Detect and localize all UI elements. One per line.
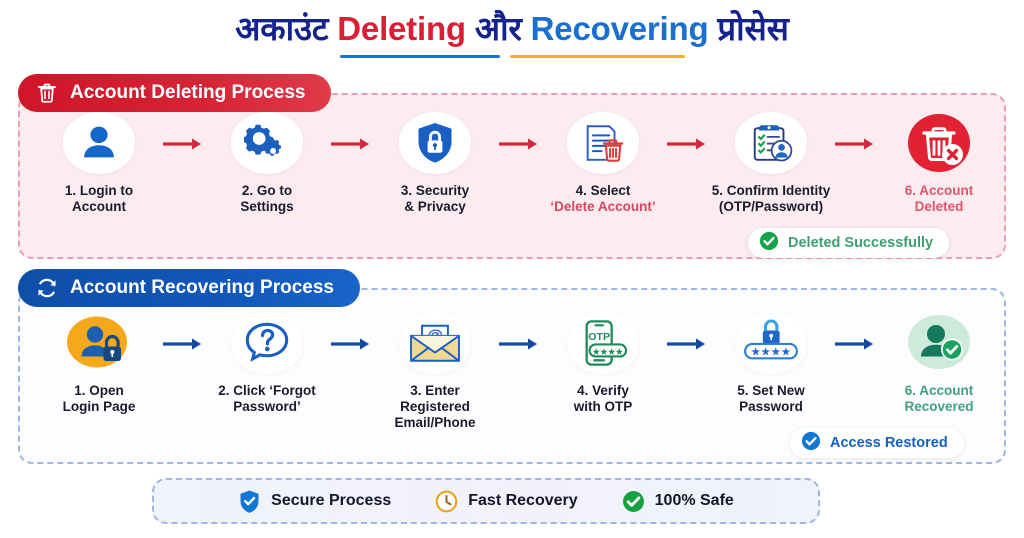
recover-step-1-label: 1. Open Login Page [62, 383, 136, 414]
deleting-process-header: Account Deleting Process [18, 74, 332, 112]
user-icon [63, 112, 135, 174]
recover-arrow-2 [330, 337, 372, 351]
recover-arrow-3 [498, 337, 540, 351]
delete-step-6: 6. Account Deleted [876, 112, 1002, 215]
user-lock-orange-icon [63, 312, 135, 374]
footer-item-100-safe: 100% Safe [622, 490, 734, 513]
check-circle-blue-icon [801, 431, 821, 455]
title-underline-blue [339, 55, 500, 58]
delete-step-2: 2. Go to Settings [204, 112, 330, 215]
access-restored-label: Access Restored [830, 435, 948, 451]
svg-text:★: ★ [615, 347, 624, 358]
recover-step-4: OTP ★ ★ ★ ★ 4. Verify with OTP [540, 312, 666, 415]
delete-step-4: 4. Select ‘Delete Account’ [540, 112, 666, 215]
deleted-successfully-badge: Deleted Successfully [748, 228, 950, 258]
footer-label-secure-process: Secure Process [271, 492, 392, 509]
recover-arrow-1 [162, 337, 204, 351]
delete-step-1-label: 1. Login to Account [64, 183, 134, 214]
page-title: अकाउंट Deleting और Recovering प्रोसेस [0, 8, 1024, 58]
footer-label-100-safe: 100% Safe [654, 492, 734, 509]
user-check-green-icon [903, 312, 975, 374]
title-part-3: और [465, 10, 531, 47]
email-at-icon: @ [399, 312, 471, 374]
recover-arrow-5 [834, 337, 876, 351]
password-lock-stars-icon: ★ ★ ★ ★ [735, 312, 807, 374]
check-circle-green-icon [759, 231, 779, 255]
title-underline-group [0, 55, 1024, 58]
svg-text:★: ★ [761, 346, 771, 358]
svg-text:★: ★ [600, 347, 609, 358]
clipboard-user-icon [735, 112, 807, 174]
recover-step-4-label: 4. Verify with OTP [573, 383, 633, 414]
delete-arrow-2 [330, 137, 372, 151]
delete-arrow-1 [162, 137, 204, 151]
deleting-process-header-label: Account Deleting Process [70, 82, 306, 103]
footer-label-fast-recovery: Fast Recovery [468, 492, 578, 509]
delete-arrow-4 [666, 137, 708, 151]
delete-step-2-label: 2. Go to Settings [240, 183, 294, 214]
delete-arrow-3 [498, 137, 540, 151]
shield-check-blue-icon [238, 489, 261, 513]
refresh-icon [35, 276, 59, 300]
title-part-4: Recovering [530, 10, 709, 47]
recover-step-3-label: 3. Enter Registered Email/Phone [394, 383, 476, 430]
question-bubble-icon [231, 312, 303, 374]
recover-step-6: 6. Account Recovered [876, 312, 1002, 415]
delete-step-1: 1. Login to Account [36, 112, 162, 215]
svg-text:★: ★ [771, 346, 781, 358]
recover-step-5-label: 5. Set New Password [737, 383, 805, 414]
svg-text:OTP: OTP [588, 331, 610, 343]
gears-icon [231, 112, 303, 174]
delete-step-3-label: 3. Security & Privacy [400, 183, 470, 214]
svg-text:★: ★ [750, 346, 760, 358]
recover-step-1: 1. Open Login Page [36, 312, 162, 415]
title-text: अकाउंट Deleting और Recovering प्रोसेस [0, 8, 1024, 50]
document-trash-icon [567, 112, 639, 174]
title-part-1: अकाउंट [235, 10, 338, 47]
delete-arrow-5 [834, 137, 876, 151]
recover-step-2: 2. Click ‘Forgot Password’ [204, 312, 330, 415]
title-part-2: Deleting [337, 10, 466, 47]
recover-step-6-label: 6. Account Recovered [904, 383, 974, 414]
delete-step-6-label: 6. Account Deleted [904, 183, 974, 214]
clock-orange-icon [435, 490, 458, 513]
recover-arrow-4 [666, 337, 708, 351]
svg-text:★: ★ [607, 347, 616, 358]
recovering-process-header-label: Account Recovering Process [70, 277, 334, 298]
access-restored-badge: Access Restored [790, 428, 964, 458]
recover-step-5: ★ ★ ★ ★ 5. Set New Password [708, 312, 834, 415]
footer-bar: Secure Process Fast Recovery 100% Safe [152, 478, 820, 524]
footer-item-secure-process: Secure Process [238, 489, 391, 513]
otp-phone-icon: OTP ★ ★ ★ ★ [567, 312, 639, 374]
recovering-process-header: Account Recovering Process [18, 269, 360, 307]
svg-text:★: ★ [592, 347, 601, 358]
title-underline-yellow [509, 55, 685, 58]
trash-delete-circle-icon [903, 112, 975, 174]
recover-step-2-label: 2. Click ‘Forgot Password’ [218, 383, 316, 414]
footer-item-fast-recovery: Fast Recovery [435, 490, 578, 513]
delete-step-5-label: 5. Confirm Identity (OTP/Password) [711, 183, 831, 214]
deleting-steps-row: 1. Login to Account [36, 112, 986, 215]
trash-icon [35, 81, 59, 105]
check-circle-green-icon [622, 490, 645, 513]
delete-step-5: 5. Confirm Identity (OTP/Password) [708, 112, 834, 215]
delete-step-3: 3. Security & Privacy [372, 112, 498, 215]
delete-step-4-label: 4. Select ‘Delete Account’ [550, 183, 656, 214]
deleted-successfully-label: Deleted Successfully [788, 235, 934, 251]
title-part-5: प्रोसेस [708, 10, 789, 47]
recovering-steps-row: 1. Open Login Page 2. Click ‘Forgot Pa [36, 312, 986, 431]
svg-text:★: ★ [781, 346, 791, 358]
recover-step-3: @ 3. Enter Registered Email/Phone [372, 312, 498, 431]
shield-lock-icon [399, 112, 471, 174]
